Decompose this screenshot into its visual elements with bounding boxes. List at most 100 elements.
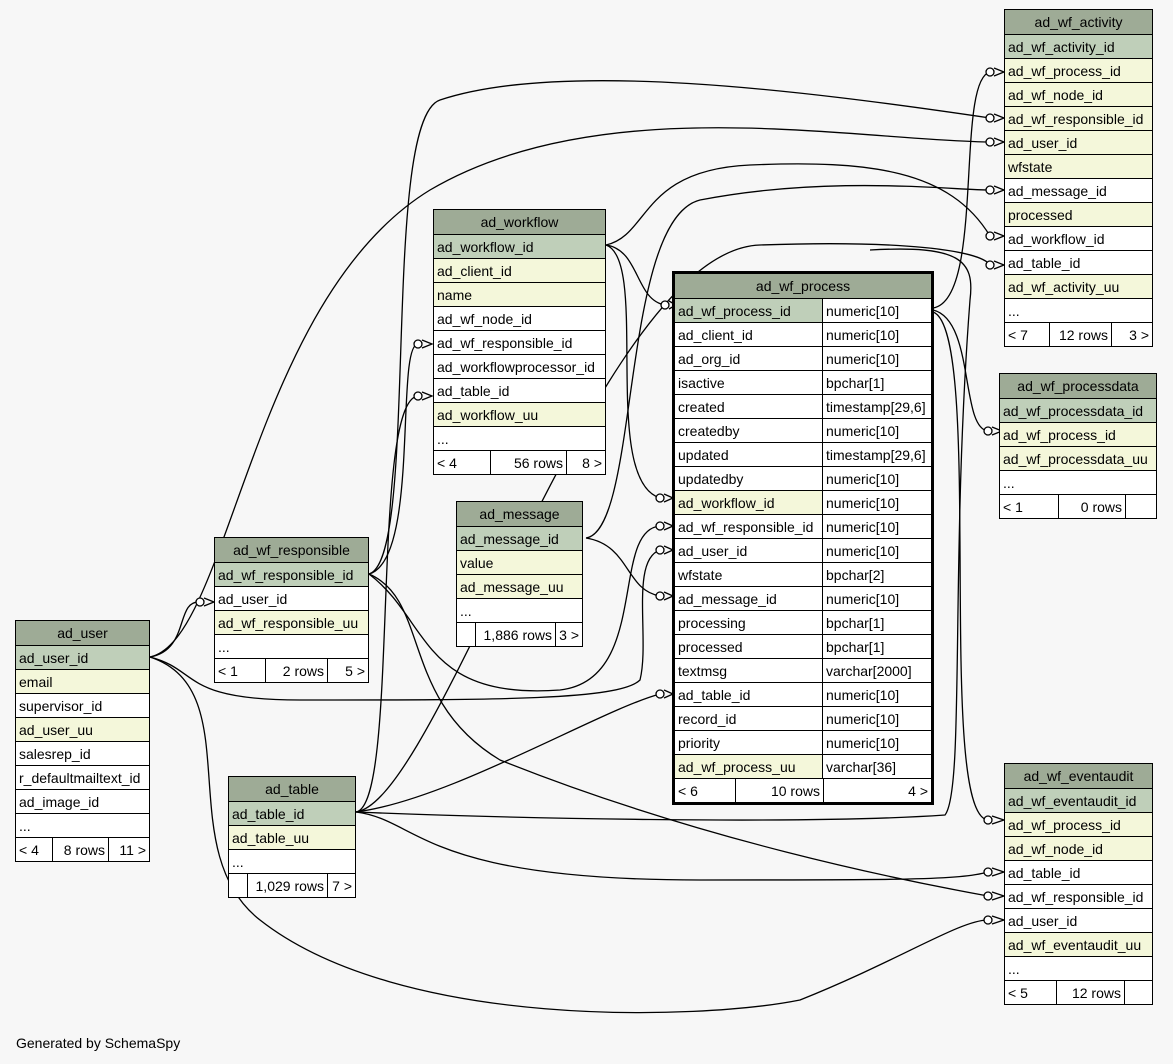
table-title: ad_workflow bbox=[434, 210, 605, 234]
column-row: ad_wf_responsible_id numeric[10] bbox=[675, 514, 931, 538]
column-row: wfstate bbox=[1005, 154, 1152, 178]
column-row: ... bbox=[1005, 956, 1152, 980]
column-type: numeric[10] bbox=[822, 731, 931, 754]
footer-children bbox=[1124, 981, 1152, 1004]
column-row: name bbox=[434, 282, 605, 306]
column-row: ad_wf_responsible_id bbox=[1005, 106, 1152, 130]
footer-parents bbox=[229, 874, 247, 897]
column-name: ... bbox=[1008, 961, 1020, 977]
column-row: ad_table_id bbox=[1005, 860, 1152, 884]
footer-children bbox=[1125, 495, 1156, 518]
column-row: ... bbox=[1000, 470, 1156, 494]
column-name: email bbox=[19, 674, 53, 690]
column-name: ad_workflow_uu bbox=[437, 407, 539, 423]
column-row: salesrep_id bbox=[16, 741, 149, 765]
column-name: ad_user_id bbox=[1008, 913, 1078, 929]
column-type: numeric[10] bbox=[822, 491, 931, 514]
column-name: ad_message_uu bbox=[460, 579, 564, 595]
column-row: ad_wf_process_id bbox=[1005, 812, 1152, 836]
column-row: ad_wf_activity_uu bbox=[1005, 274, 1152, 298]
column-type: bpchar[1] bbox=[822, 635, 931, 658]
footer-children: 11 > bbox=[108, 838, 149, 861]
column-row: ad_workflow_id numeric[10] bbox=[675, 490, 931, 514]
footer-parents: < 5 bbox=[1008, 985, 1028, 1001]
column-row: ... bbox=[434, 426, 605, 450]
column-row: ad_wf_activity_id bbox=[1005, 34, 1152, 58]
column-row: isactive bpchar[1] bbox=[675, 370, 931, 394]
column-name: ... bbox=[218, 639, 230, 655]
column-row: ad_client_id bbox=[434, 258, 605, 282]
footer-rows: 10 rows bbox=[735, 779, 823, 802]
column-name: ad_workflow_id bbox=[678, 495, 775, 511]
column-row: ad_message_uu bbox=[457, 574, 582, 598]
footer-rows: 12 rows bbox=[1049, 323, 1111, 346]
column-row: ad_wf_responsible_uu bbox=[215, 610, 368, 634]
column-row: supervisor_id bbox=[16, 693, 149, 717]
column-name: ad_table_id bbox=[232, 806, 305, 822]
column-row: ... bbox=[229, 849, 355, 873]
column-type: timestamp[29,6] bbox=[822, 395, 931, 418]
edge-responsible-workflow bbox=[368, 343, 419, 575]
footer-rows: 8 rows bbox=[52, 838, 108, 861]
column-name: processing bbox=[678, 615, 746, 631]
column-name: ad_wf_process_id bbox=[1008, 817, 1121, 833]
column-name: ad_workflow_id bbox=[1008, 231, 1105, 247]
column-row: ad_workflow_id bbox=[434, 234, 605, 258]
column-name: ad_table_uu bbox=[232, 830, 310, 846]
column-row: ad_wf_node_id bbox=[1005, 836, 1152, 860]
column-row: ad_user_uu bbox=[16, 717, 149, 741]
column-name: ad_wf_responsible_id bbox=[1008, 889, 1144, 905]
column-type: numeric[10] bbox=[822, 419, 931, 442]
footer-rows: 12 rows bbox=[1056, 981, 1124, 1004]
column-name: ad_image_id bbox=[19, 794, 100, 810]
column-name: ad_user_id bbox=[1008, 135, 1078, 151]
column-name: ad_client_id bbox=[678, 327, 753, 343]
column-name: ad_wf_node_id bbox=[1008, 87, 1103, 103]
column-name: ad_table_id bbox=[437, 383, 510, 399]
column-name: ad_wf_process_id bbox=[1003, 427, 1116, 443]
column-row: ad_wf_processdata_uu bbox=[1000, 446, 1156, 470]
column-name: ad_user_id bbox=[678, 543, 748, 559]
edge-message-process bbox=[585, 537, 661, 597]
column-row: ad_wf_process_id bbox=[1000, 422, 1156, 446]
column-name: ad_workflowprocessor_id bbox=[437, 359, 595, 375]
table-title: ad_wf_responsible bbox=[215, 538, 368, 562]
table-title: ad_wf_process bbox=[675, 274, 931, 298]
column-name: ad_user_id bbox=[19, 650, 89, 666]
footer-parents bbox=[457, 623, 475, 646]
column-name: salesrep_id bbox=[19, 746, 91, 762]
column-row: ad_wf_responsible_id bbox=[434, 330, 605, 354]
column-name: ad_wf_processdata_uu bbox=[1003, 451, 1148, 467]
column-name: ad_wf_responsible_id bbox=[678, 519, 814, 535]
column-row: ad_table_id bbox=[229, 801, 355, 825]
column-name: ... bbox=[19, 818, 31, 834]
edge-workflow-process bbox=[605, 244, 666, 306]
column-name: ad_org_id bbox=[678, 351, 741, 367]
column-name: ad_message_id bbox=[460, 531, 559, 547]
column-row: ad_wf_responsible_id bbox=[215, 562, 368, 586]
column-name: textmsg bbox=[678, 663, 728, 679]
column-type: bpchar[1] bbox=[822, 371, 931, 394]
column-name: ad_message_id bbox=[1008, 183, 1107, 199]
column-type: bpchar[1] bbox=[822, 611, 931, 634]
column-name: ad_message_id bbox=[678, 591, 777, 607]
column-row: r_defaultmailtext_id bbox=[16, 765, 149, 789]
column-type: numeric[10] bbox=[822, 299, 931, 322]
column-type: numeric[10] bbox=[822, 515, 931, 538]
column-name: isactive bbox=[678, 375, 725, 391]
